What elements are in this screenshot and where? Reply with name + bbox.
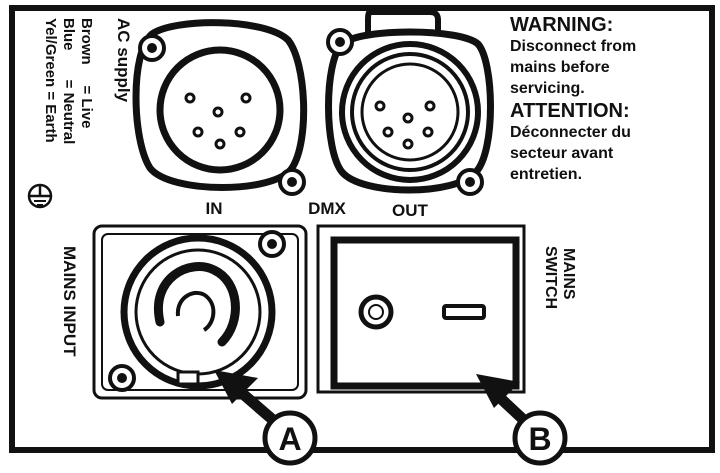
warning-block: WARNING: Disconnect from mains before se…: [510, 14, 715, 186]
earth-icon: [27, 183, 53, 209]
warning-line: servicing.: [510, 80, 585, 97]
ac-supply-title: AC supply: [114, 18, 133, 103]
warning-line: Disconnect from: [510, 38, 637, 55]
switch-off-icon: [358, 294, 394, 330]
screw-icon: [258, 230, 286, 258]
mains-input-connector: [92, 224, 308, 400]
dmx-out-connector: [325, 9, 494, 196]
callout-a-label: A: [278, 421, 301, 457]
screw-icon: [326, 28, 354, 56]
pin-icon: [184, 92, 252, 150]
in-label: IN: [206, 199, 223, 218]
switch-on-icon: [442, 304, 486, 320]
callout-a: A: [262, 410, 318, 466]
pin-icon: [374, 100, 436, 150]
screw-icon: [278, 168, 306, 196]
ac-supply-line-brown: Brown = Live: [78, 18, 95, 128]
warning-line: Déconnecter du: [510, 124, 631, 141]
screw-icon: [138, 34, 166, 62]
out-label: OUT: [392, 201, 429, 220]
mains-switch-label-line2: SWITCH: [542, 246, 559, 309]
callout-b: B: [512, 410, 568, 466]
mains-input-label: MAINS INPUT: [60, 246, 79, 357]
mains-switch: [316, 224, 526, 394]
ac-supply-line-earth: Yel/Green = Earth: [42, 18, 59, 143]
screw-icon: [108, 364, 136, 392]
screw-icon: [456, 168, 484, 196]
warning-title-en: WARNING:: [510, 14, 614, 36]
warning-line: entretien.: [510, 166, 583, 183]
dmx-in-connector: [132, 19, 308, 196]
dmx-label: DMX: [308, 199, 346, 218]
mains-switch-label-line1: MAINS: [560, 248, 577, 300]
ac-supply-legend: AC supply Brown = Live Blue = Neutral Ye…: [27, 18, 133, 209]
warning-line: secteur avant: [510, 145, 614, 162]
callout-b-label: B: [528, 421, 551, 457]
warning-line: mains before: [510, 59, 610, 76]
warning-title-fr: ATTENTION:: [510, 100, 630, 122]
ac-supply-line-blue: Blue = Neutral: [60, 18, 77, 144]
